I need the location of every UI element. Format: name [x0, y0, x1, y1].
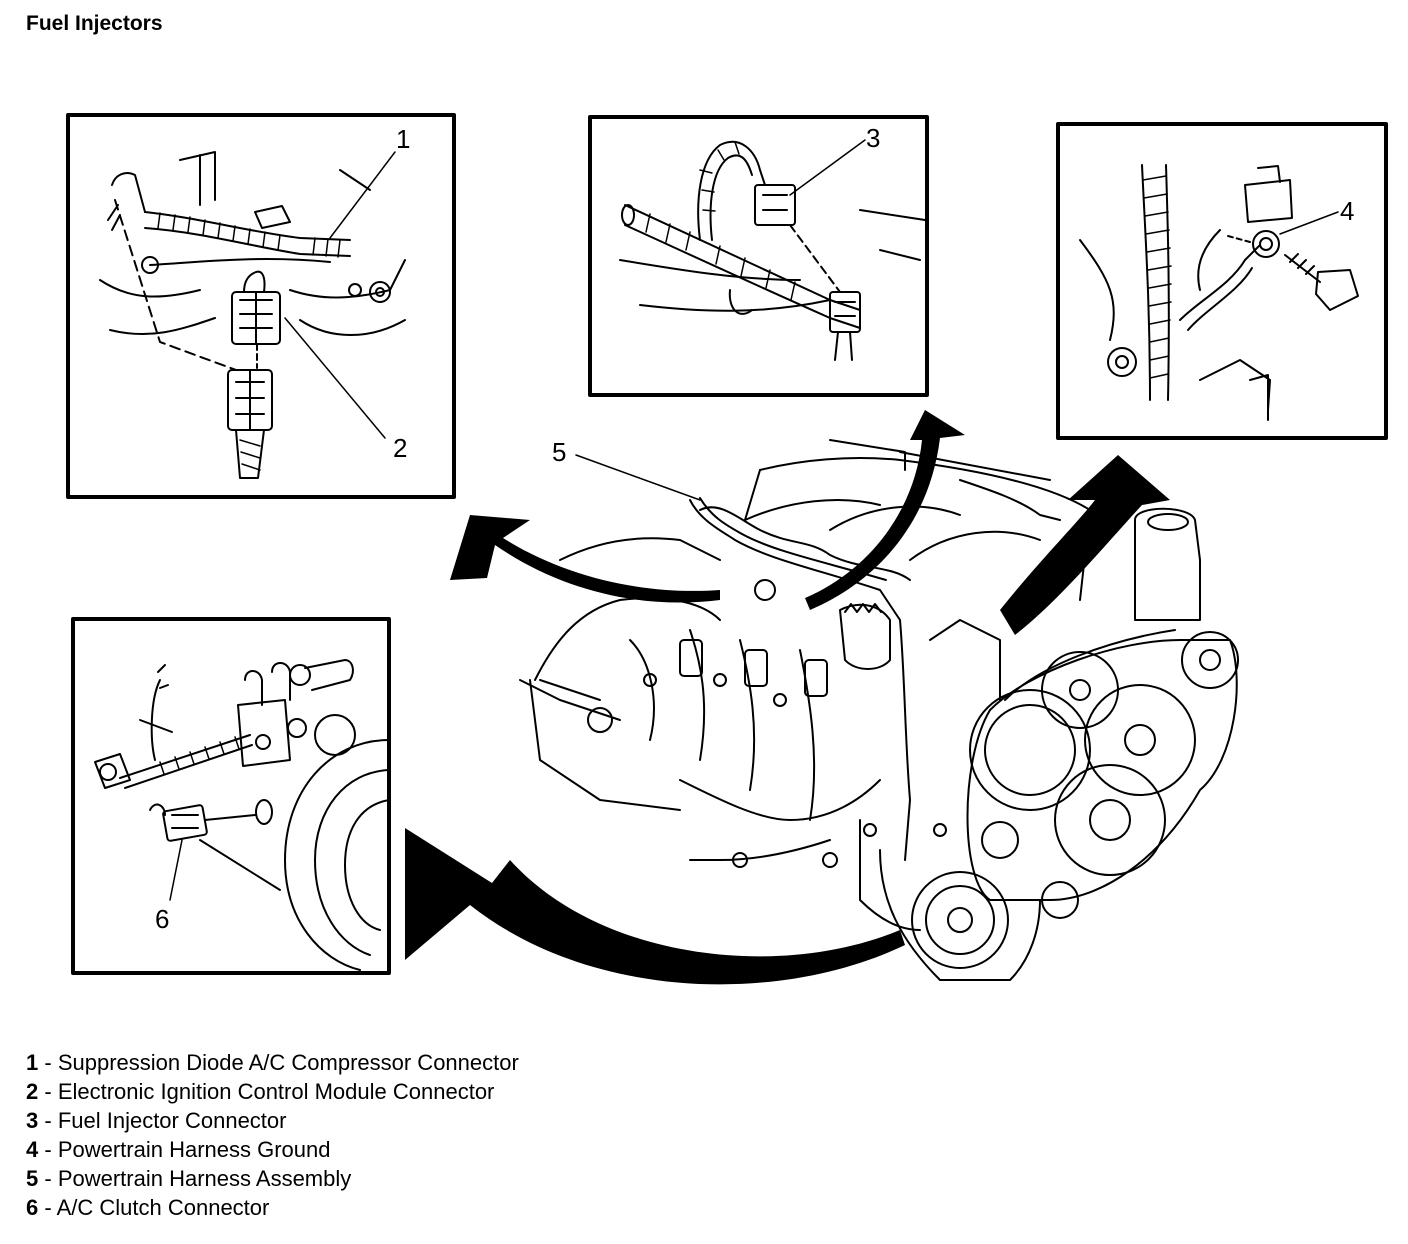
- legend-item: 4 - Powertrain Harness Ground: [26, 1137, 331, 1162]
- callout-number-3: 3: [866, 123, 880, 153]
- legend-item: 2 - Electronic Ignition Control Module C…: [26, 1079, 495, 1104]
- callout-number-4: 4: [1340, 196, 1354, 226]
- legend-item: 5 - Powertrain Harness Assembly: [26, 1166, 352, 1191]
- page-title: Fuel Injectors: [26, 12, 163, 35]
- legend-item: 3 - Fuel Injector Connector: [26, 1108, 287, 1133]
- detail-box-connector-6: [71, 617, 391, 975]
- detail-box-connectors-1-2: [66, 113, 456, 499]
- callout-number-5: 5: [552, 437, 566, 467]
- callout-legend: 1 - Suppression Diode A/C Compressor Con…: [26, 1048, 519, 1222]
- legend-item: 1 - Suppression Diode A/C Compressor Con…: [26, 1050, 519, 1075]
- engine-assembly: [519, 439, 1239, 981]
- pointer-arrows: [405, 410, 1170, 985]
- leader-line-5: [575, 454, 701, 501]
- legend-item: 6 - A/C Clutch Connector: [26, 1195, 270, 1220]
- detail-box-connector-3: [588, 115, 929, 397]
- callout-number-2: 2: [393, 433, 407, 463]
- detail-box-ground-4: [1056, 122, 1388, 440]
- engine-diagram: 1 2 3 4 5 6: [66, 113, 1388, 985]
- callout-number-1: 1: [396, 124, 410, 154]
- callout-number-6: 6: [155, 904, 169, 934]
